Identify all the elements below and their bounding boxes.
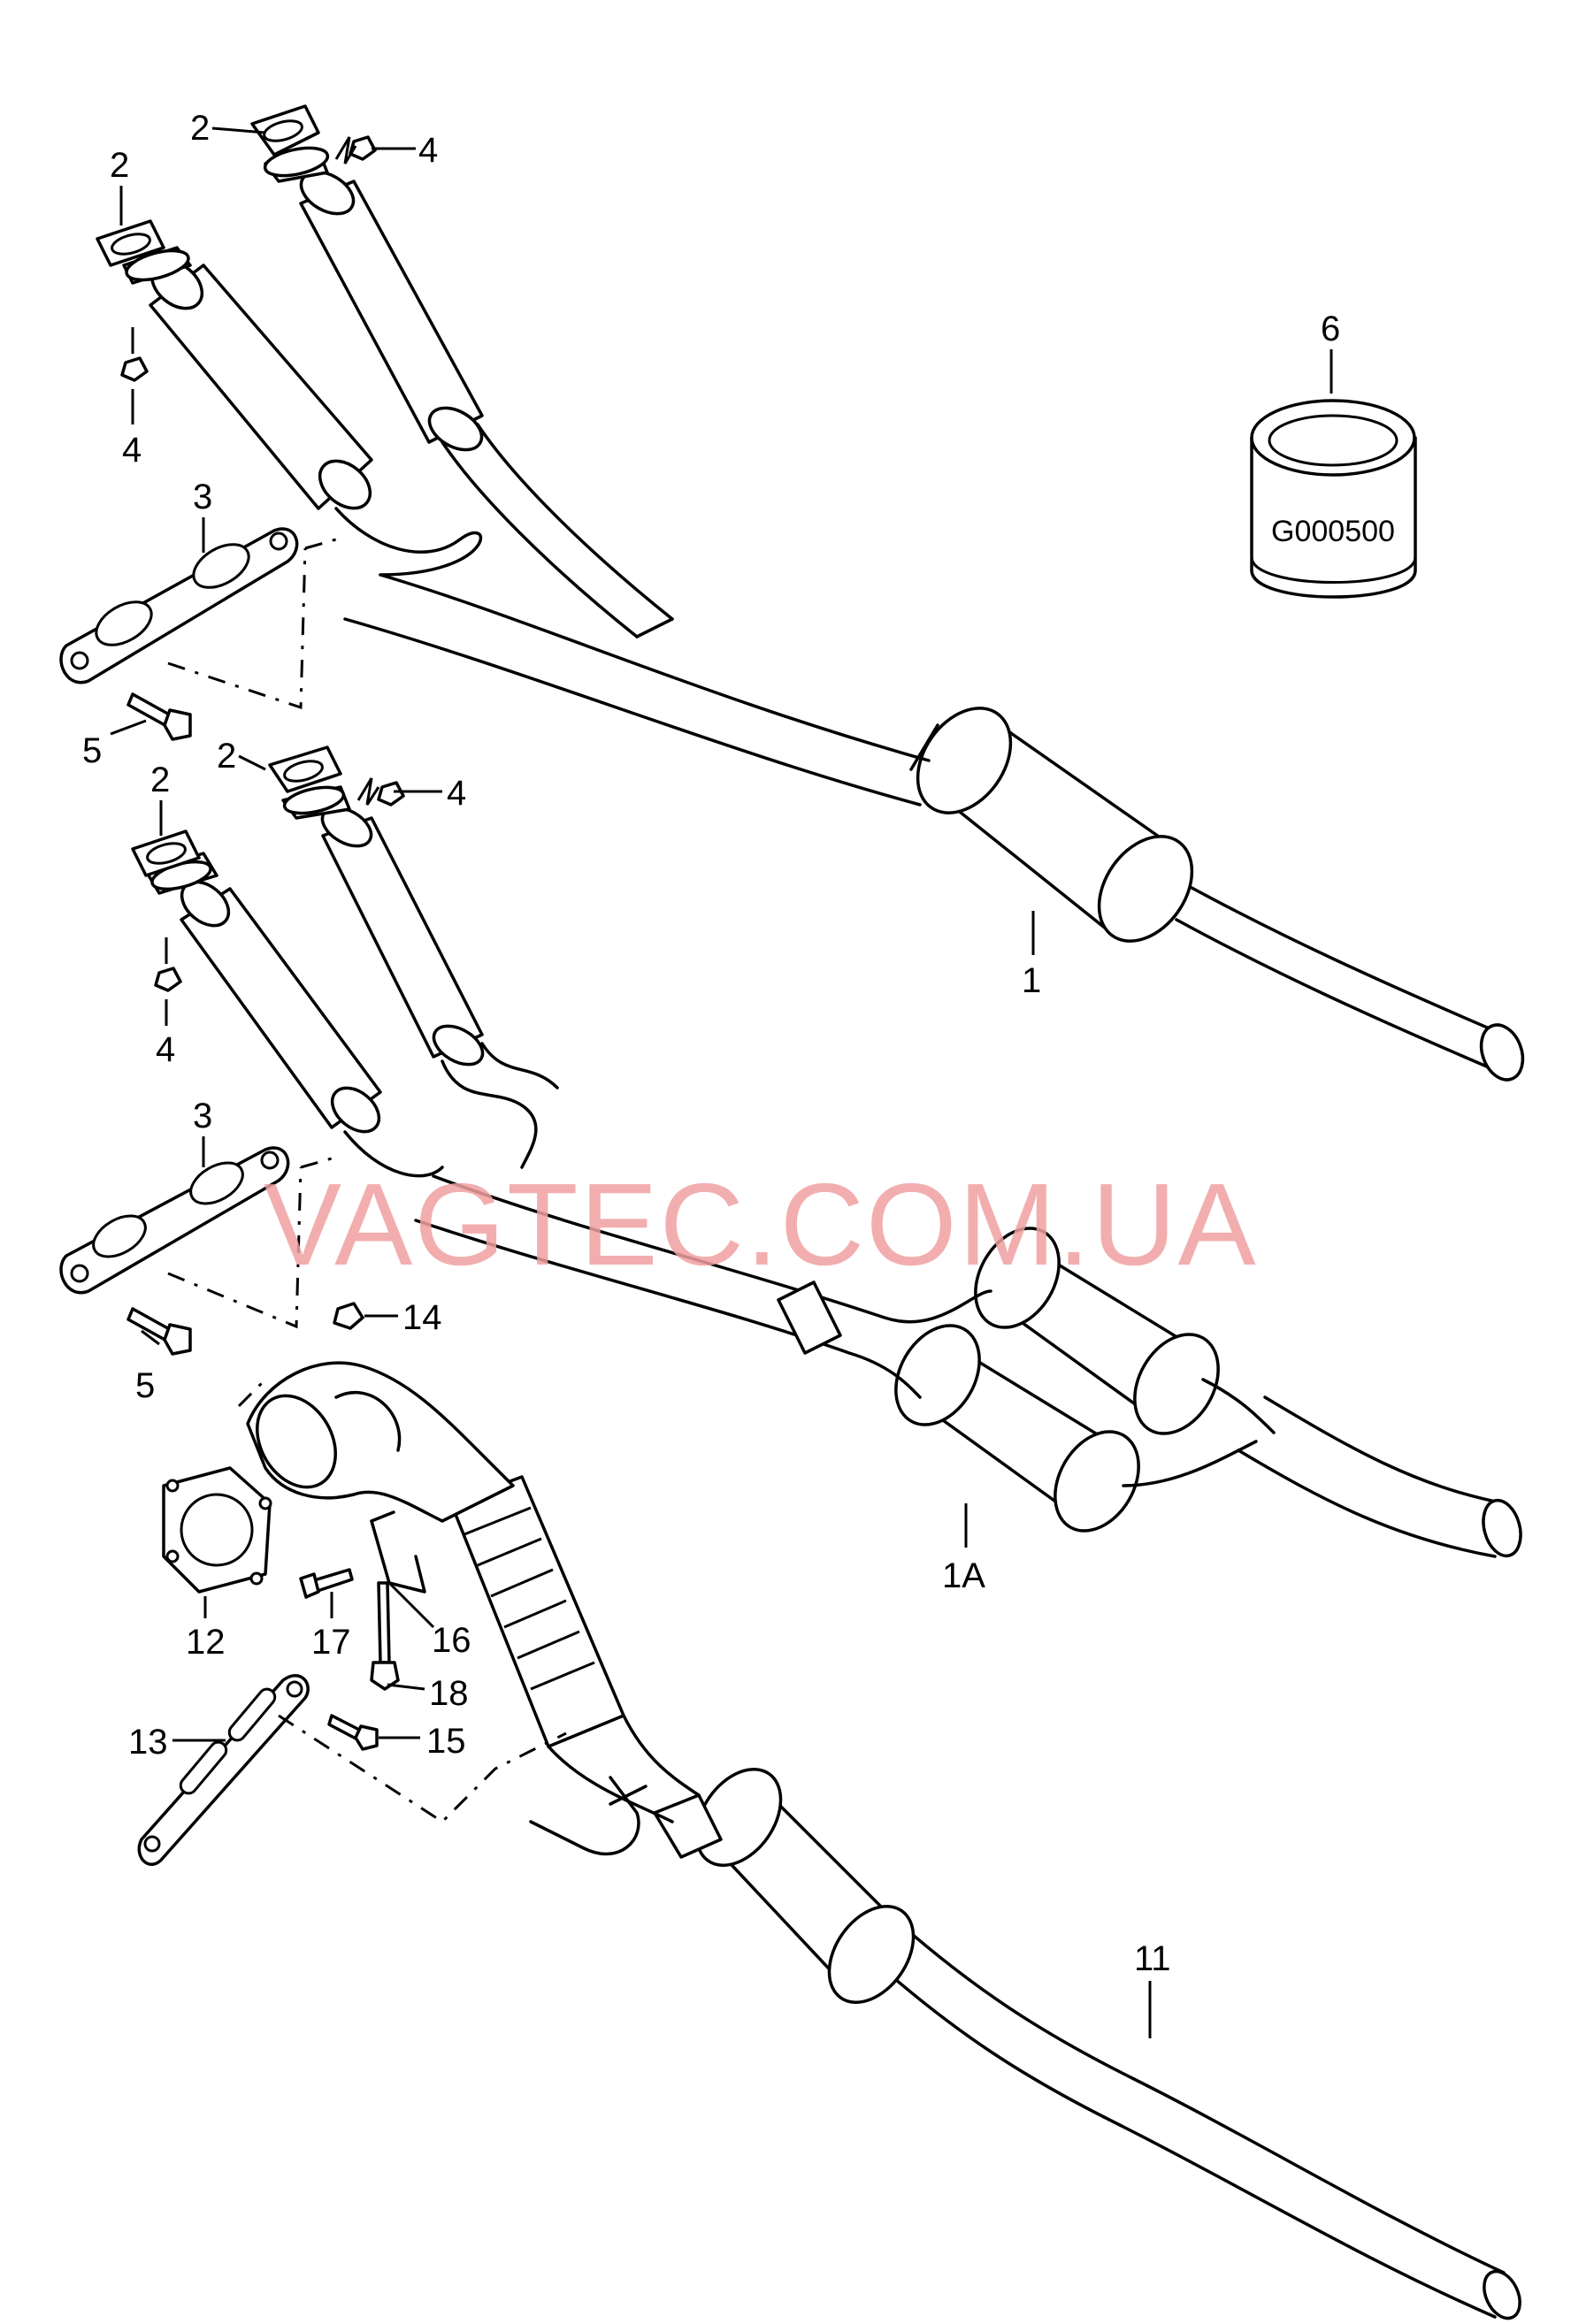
callout-2-c: 2 — [217, 737, 236, 776]
bolt-5-middle — [126, 1307, 192, 1356]
gasket-2-top-left — [96, 219, 165, 267]
flange-3-middle — [59, 1146, 290, 1295]
flange-13 — [137, 1674, 310, 1866]
callout-11: 11 — [1134, 1939, 1171, 1978]
catalytic-converter-11 — [653, 1768, 916, 2004]
assembly-11 — [137, 1302, 1521, 2320]
callout-2-d: 2 — [150, 761, 170, 799]
gasket-12 — [162, 1466, 272, 1594]
front-pipe-right-1a — [281, 785, 559, 1169]
flex-pipe-11 — [449, 1475, 701, 1823]
gasket-2-top-right — [250, 104, 320, 157]
callout-1a: 1A — [942, 1556, 985, 1595]
callout-4-b: 4 — [122, 431, 142, 470]
nut-4-top-right — [334, 135, 377, 164]
gasket-2-middle-right — [268, 745, 342, 793]
callout-4-c: 4 — [447, 774, 466, 813]
callout-13: 13 — [128, 1723, 168, 1762]
assembly-1 — [59, 104, 1525, 1082]
callout-5-a: 5 — [82, 731, 102, 770]
callout-1: 1 — [1022, 961, 1041, 1000]
callout-6: 6 — [1321, 310, 1340, 348]
front-pipe-right-1 — [263, 146, 674, 638]
callout-2-a: 2 — [190, 109, 210, 148]
callout-18: 18 — [429, 1674, 469, 1713]
leader-lines — [110, 126, 1333, 2038]
callout-16: 16 — [432, 1621, 471, 1660]
callout-2-b: 2 — [110, 146, 129, 185]
callout-5-b: 5 — [135, 1366, 155, 1405]
bolt-5-top — [126, 692, 192, 741]
gasket-2-middle-left — [131, 829, 201, 877]
front-pipe-left-1 — [122, 246, 483, 577]
bolt-17 — [299, 1568, 354, 1599]
nut-4-middle-left — [154, 937, 182, 992]
bolt-15 — [327, 1714, 379, 1751]
callout-15: 15 — [426, 1722, 466, 1761]
nut-4-top-left — [120, 327, 149, 382]
callout-17: 17 — [311, 1623, 351, 1662]
sleeve-part-6: G000500 — [1250, 399, 1417, 599]
manifold-elbow — [246, 1361, 515, 1523]
bracket-16 — [370, 1510, 426, 1594]
callout-4-a: 4 — [418, 131, 438, 170]
callout-3-b: 3 — [193, 1097, 212, 1135]
catalytic-converter-1 — [909, 707, 1194, 943]
bolt-18 — [370, 1581, 400, 1691]
callout-4-d: 4 — [156, 1030, 175, 1069]
nut-14 — [333, 1302, 364, 1330]
callout-14: 14 — [402, 1298, 442, 1337]
callout-3-a: 3 — [193, 478, 212, 516]
part-code-label: G000500 — [1271, 515, 1395, 548]
hanger-bracket — [529, 1776, 648, 1856]
callout-labels: 2 4 2 4 3 5 1 6 2 4 2 4 3 5 1A 14 12 17 … — [82, 109, 1340, 1978]
assembly-1a — [59, 745, 1522, 1558]
watermark-text: VAGTEC.COM.UA — [264, 1159, 1258, 1289]
nut-4-middle-right — [356, 777, 405, 807]
flange-3-top — [59, 527, 299, 684]
twin-catalytic-converter-1a — [894, 1227, 1276, 1533]
callout-12: 12 — [186, 1623, 226, 1662]
